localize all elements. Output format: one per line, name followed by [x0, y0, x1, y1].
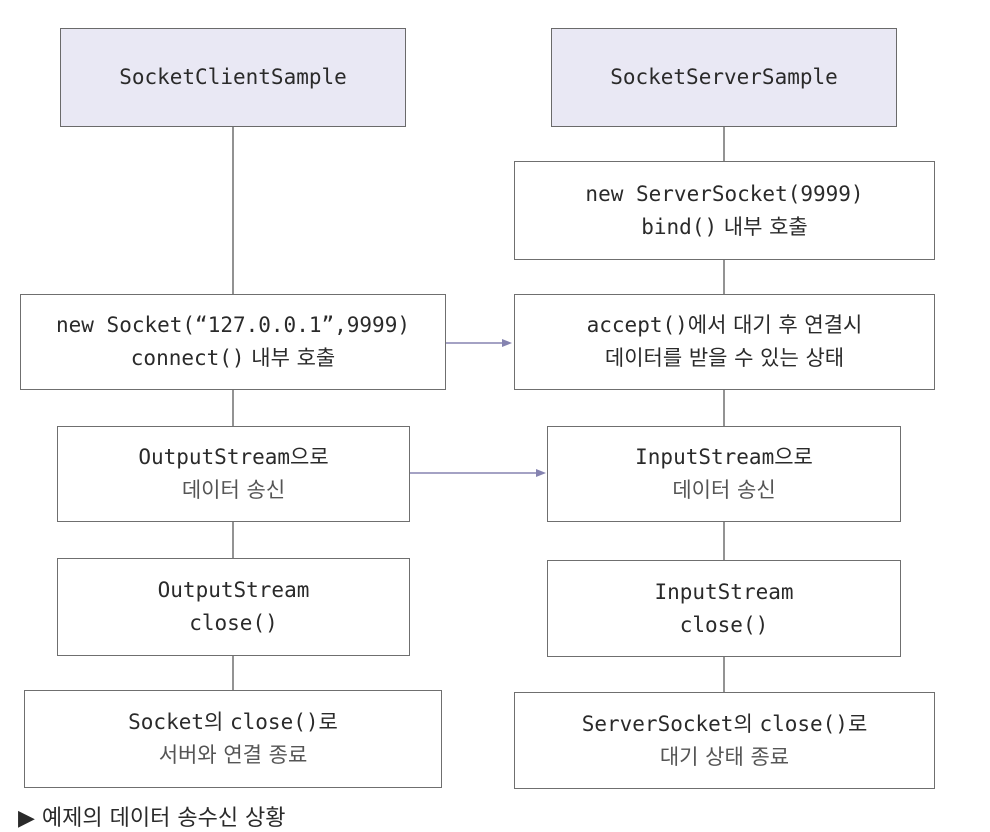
server-input-close-box: InputStream close() — [547, 560, 901, 657]
client-output-send-line1: OutputStream으로 — [138, 441, 328, 474]
server-accept-code: accept() — [586, 313, 688, 337]
server-close-line1: ServerSocket의 close()로 — [582, 708, 868, 741]
server-input-send-code: InputStream — [635, 445, 775, 469]
client-socket-close-box: Socket의 close()로 서버와 연결 종료 — [24, 690, 442, 788]
client-socket-close-code2: close() — [230, 710, 319, 734]
server-accept-line1: accept()에서 대기 후 연결시 — [587, 309, 863, 342]
client-socket-box: new Socket(“127.0.0.1”,9999) connect() 내… — [20, 294, 446, 390]
client-socket-connect: connect() — [130, 346, 245, 370]
client-output-send-code: OutputStream — [138, 445, 291, 469]
server-accept-suffix: 에서 대기 후 연결시 — [687, 313, 863, 337]
server-socket-code: new ServerSocket(9999) — [585, 181, 864, 206]
server-title-box: SocketServerSample — [551, 28, 897, 127]
figure-caption: ▶ 예제의 데이터 송수신 상황 — [18, 806, 286, 831]
client-socket-close-note: 서버와 연결 종료 — [158, 743, 308, 767]
connect-arrowhead — [502, 339, 512, 347]
client-socket-close-line1: Socket의 close()로 — [128, 706, 338, 739]
server-input-send-suffix: 으로 — [774, 445, 813, 469]
client-output-close-line2: close() — [189, 611, 278, 635]
server-socket-note: 내부 호출 — [717, 214, 808, 239]
server-input-close-line2: close() — [679, 612, 769, 637]
server-input-send-box: InputStream으로 데이터 송신 — [547, 426, 901, 522]
client-output-close-line1: OutputStream — [157, 578, 310, 602]
server-title: SocketServerSample — [610, 65, 838, 89]
server-close-code2: close() — [759, 711, 848, 736]
diagram-canvas: SocketClientSample new Socket(“127.0.0.1… — [18, 28, 935, 831]
server-close-note: 대기 상태 종료 — [659, 744, 790, 769]
server-accept-note: 데이터를 받을 수 있는 상태 — [604, 346, 845, 370]
client-output-send-note: 데이터 송신 — [181, 478, 286, 502]
server-close-code: ServerSocket — [581, 711, 734, 736]
client-socket-close-suffix: 로 — [318, 710, 338, 734]
send-arrowhead — [536, 469, 546, 477]
client-socket-close-mid: 의 — [204, 710, 230, 734]
client-title-box: SocketClientSample — [60, 28, 406, 127]
client-output-close-box: OutputStream close() — [57, 558, 410, 656]
client-socket-code: new Socket(“127.0.0.1”,9999) — [55, 313, 410, 337]
server-accept-box: accept()에서 대기 후 연결시 데이터를 받을 수 있는 상태 — [514, 294, 935, 390]
client-output-send-suffix: 으로 — [290, 445, 329, 469]
client-socket-close-code: Socket — [128, 710, 204, 734]
server-input-send-line1: InputStream으로 — [635, 441, 813, 474]
server-close-mid: 의 — [733, 711, 760, 736]
server-input-send-note: 데이터 송신 — [672, 478, 776, 502]
client-socket-connect-line: connect() 내부 호출 — [131, 342, 335, 375]
server-socket-bind-line: bind() 내부 호출 — [641, 211, 808, 244]
client-socket-note: 내부 호출 — [244, 346, 336, 370]
server-socket-bind: bind() — [641, 214, 718, 239]
server-input-close-line1: InputStream — [654, 579, 794, 604]
server-close-suffix: 로 — [847, 711, 868, 736]
connector-lines — [232, 127, 725, 692]
server-close-box: ServerSocket의 close()로 대기 상태 종료 — [514, 692, 935, 789]
client-title: SocketClientSample — [119, 65, 347, 89]
server-socket-box: new ServerSocket(9999) bind() 내부 호출 — [514, 161, 935, 260]
client-output-send-box: OutputStream으로 데이터 송신 — [57, 426, 410, 522]
